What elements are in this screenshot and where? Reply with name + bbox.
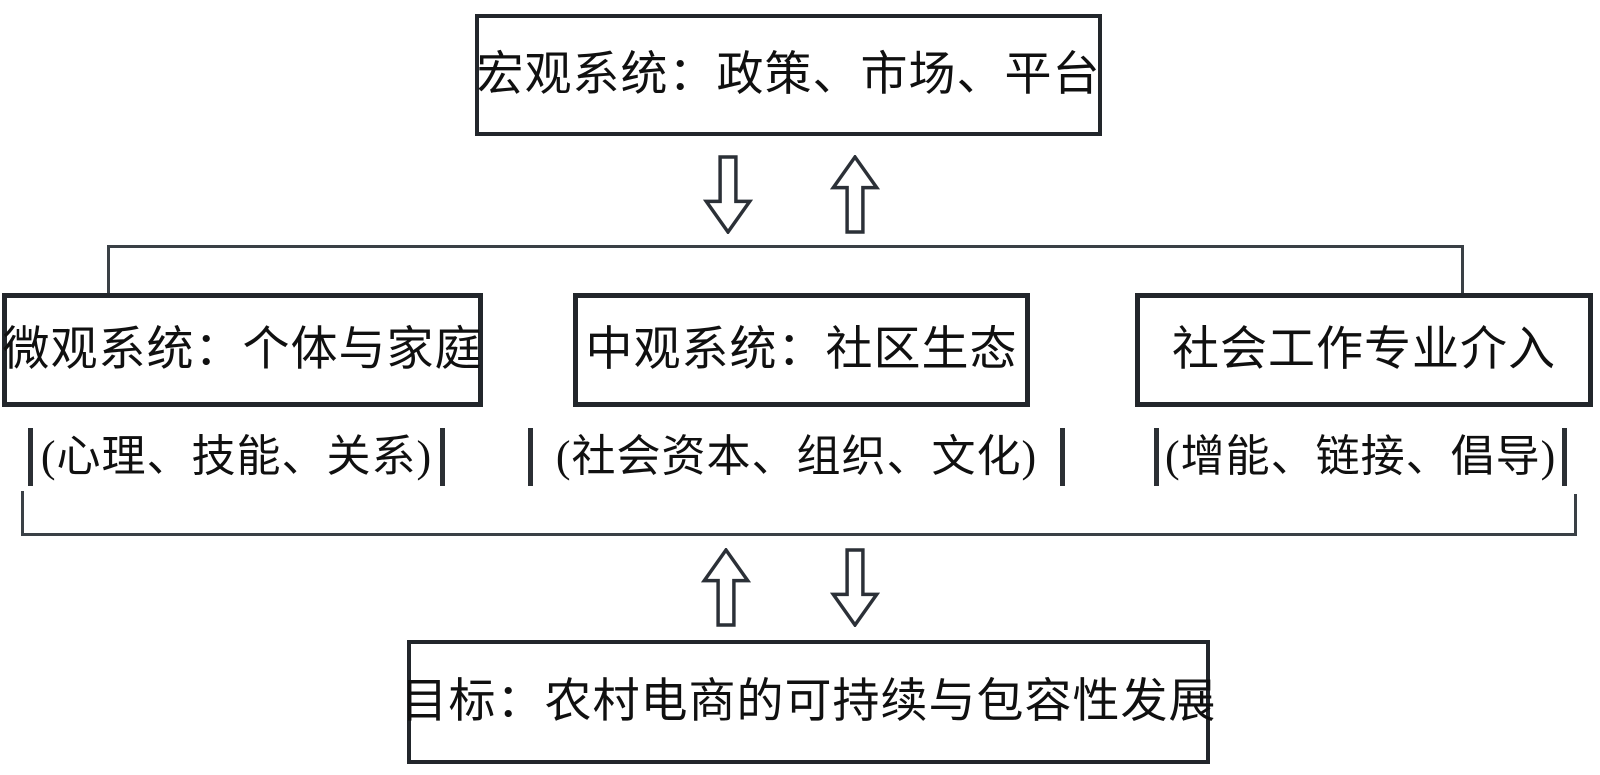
- bottom-bracket-line: [21, 533, 1577, 536]
- meso-system-detail-row: (社会资本、组织、文化): [528, 424, 1065, 490]
- left-bar-mark: [528, 428, 533, 486]
- top-connector-right-drop: [1461, 245, 1464, 295]
- right-bar-mark: [1562, 428, 1568, 486]
- down-arrow-icon: [830, 548, 880, 627]
- micro-system-detail-row: (心理、技能、关系): [28, 424, 445, 490]
- bottom-bracket-left-riser: [21, 491, 24, 536]
- goal-label: 目标：农村电商的可持续与包容性发展: [400, 675, 1217, 728]
- meso-system-box: 中观系统：社区生态: [573, 293, 1030, 407]
- macro-system-label: 宏观系统：政策、市场、平台: [476, 48, 1101, 101]
- social-work-box: 社会工作专业介入: [1135, 293, 1593, 407]
- top-connector-left-drop: [107, 245, 110, 295]
- left-bar-mark: [1154, 428, 1159, 486]
- goal-box: 目标：农村电商的可持续与包容性发展: [401, 640, 1216, 764]
- left-bar-mark: [28, 428, 33, 486]
- up-arrow-icon: [830, 155, 880, 234]
- micro-system-label: 微观系统：个体与家庭: [2, 323, 483, 376]
- bottom-bracket-right-riser: [1574, 494, 1577, 536]
- social-work-detail: (增能、链接、倡导): [1165, 432, 1557, 481]
- micro-system-box: 微观系统：个体与家庭: [2, 293, 483, 407]
- meso-system-label: 中观系统：社区生态: [585, 323, 1018, 376]
- right-bar-mark: [1060, 428, 1065, 486]
- macro-system-box: 宏观系统：政策、市场、平台: [475, 14, 1102, 136]
- meso-system-detail: (社会资本、组织、文化): [555, 432, 1038, 481]
- social-work-detail-row: (增能、链接、倡导): [1154, 424, 1568, 490]
- up-arrow-icon: [701, 548, 751, 627]
- top-connector-line: [107, 245, 1464, 248]
- social-work-label: 社会工作专业介入: [1172, 323, 1556, 376]
- micro-system-detail: (心理、技能、关系): [40, 432, 433, 481]
- down-arrow-icon: [703, 155, 753, 234]
- right-bar-mark: [440, 428, 445, 486]
